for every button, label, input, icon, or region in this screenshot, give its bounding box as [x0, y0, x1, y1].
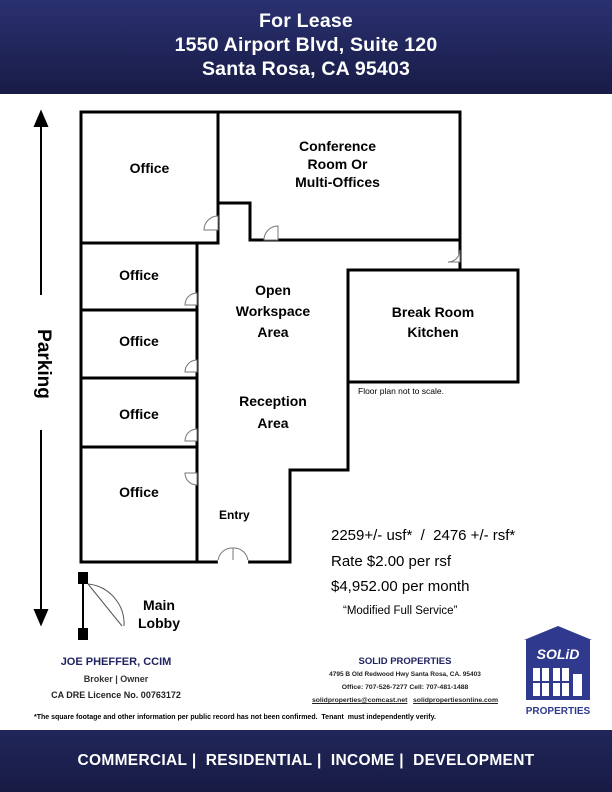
office-2-label: Office [119, 267, 159, 283]
header-banner: For Lease 1550 Airport Blvd, Suite 120 S… [0, 0, 612, 94]
broker-licence: CA DRE Licence No. 00763172 [51, 690, 181, 700]
logo-graphic [524, 626, 592, 700]
entry-label: Entry [219, 508, 250, 522]
company-name: SOLID PROPERTIES [358, 656, 452, 667]
reception-label: Reception Area [239, 393, 307, 431]
company-address: 4795 B Old Redwood Hwy Santa Rosa, CA. 9… [329, 671, 481, 678]
broker-title: Broker | Owner [83, 674, 149, 684]
listing-area: 2259+/- usf* / 2476 +/- rsf* [331, 527, 516, 544]
company-logo: SOLiD PROPERTIES [520, 624, 596, 720]
listing-monthly: $4,952.00 per month [331, 578, 470, 595]
break-room-label: Break Room Kitchen [391, 304, 475, 340]
footer-item-income: INCOME [330, 752, 395, 769]
company-phones: Office: 707-526-7277 Cell: 707-481-1488 [341, 684, 469, 691]
lobby-door [78, 572, 125, 640]
disclaimer: *The square footage and other informatio… [34, 714, 436, 721]
office-top-wall [79, 110, 220, 245]
header-title: For Lease [259, 10, 353, 32]
logo-wordmark: SOLiD [536, 646, 580, 662]
office-top-label: Office [129, 160, 170, 176]
footer-banner: COMMERCIAL | RESIDENTIAL | INCOME | DEVE… [0, 730, 612, 792]
footer-separator: | [394, 752, 414, 769]
company-email-link[interactable]: solidproperties@comcast.net [311, 697, 408, 704]
company-links: solidproperties@comcast.net solidpropert… [300, 697, 510, 704]
conference-label: Conference Room Or Multi-Offices [295, 138, 380, 190]
parking-label: Parking [33, 329, 54, 399]
footer-item-development: DEVELOPMENT [413, 752, 535, 769]
listing-rate: Rate $2.00 per rsf [331, 553, 452, 570]
open-workspace-label: Open Workspace Area [235, 282, 311, 340]
conference-wall [216, 110, 462, 242]
office-5-label: Office [119, 484, 159, 500]
footer-item-residential: RESIDENTIAL [205, 752, 313, 769]
header-address: 1550 Airport Blvd, Suite 120 [174, 34, 438, 56]
footer-item-commercial: COMMERCIAL [77, 752, 188, 769]
footer-separator: | [312, 752, 331, 769]
listing-service: “Modified Full Service” [343, 605, 458, 617]
footer-separator: | [187, 752, 206, 769]
break-room-wall [346, 268, 520, 384]
office-3-label: Office [119, 333, 159, 349]
logo-caption: PROPERTIES [525, 706, 591, 717]
header-city: Santa Rosa, CA 95403 [201, 58, 411, 80]
office-4-label: Office [119, 406, 159, 422]
company-website-link[interactable]: solidpropertiesonline.com [413, 697, 499, 704]
scale-note: Floor plan not to scale. [358, 386, 444, 396]
broker-name: JOE PHEFFER, CCIM [60, 656, 172, 668]
main-lobby-label: Main Lobby [138, 597, 180, 631]
